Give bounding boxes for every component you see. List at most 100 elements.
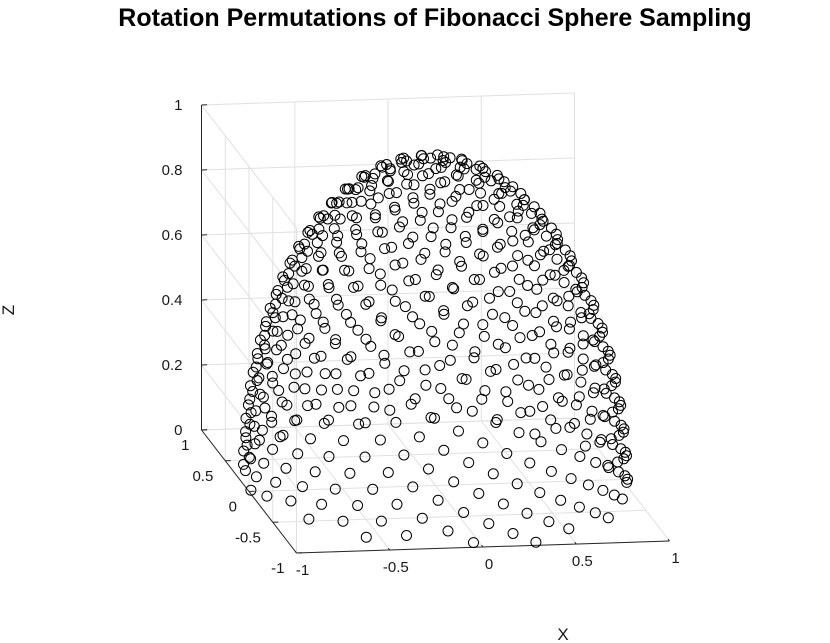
data-point [355, 195, 367, 207]
data-point [534, 219, 546, 231]
data-point [302, 400, 314, 412]
data-point [341, 353, 353, 365]
data-point [286, 254, 298, 266]
data-point [463, 184, 475, 195]
data-point [508, 358, 520, 370]
x-tick-label: 0.5 [572, 553, 593, 570]
data-point [618, 423, 630, 435]
data-point [420, 379, 432, 391]
data-point [456, 373, 468, 385]
data-point [355, 370, 367, 382]
data-point [446, 214, 458, 226]
data-point [512, 374, 524, 386]
data-point [492, 338, 504, 350]
x-axis-label: X [557, 625, 568, 643]
data-point [526, 330, 538, 341]
data-point [401, 530, 412, 541]
data-point [240, 465, 251, 477]
y-tick-label: 1 [181, 437, 189, 454]
data-point [504, 286, 516, 297]
data-point [545, 414, 557, 426]
data-point [394, 221, 405, 233]
data-point [238, 458, 249, 470]
data-point [479, 171, 491, 183]
data-point [355, 246, 367, 258]
data-point [432, 206, 444, 218]
data-point [398, 365, 410, 377]
data-point [613, 466, 624, 478]
data-point [359, 417, 371, 429]
data-point [619, 470, 631, 482]
data-point [285, 495, 297, 507]
data-point [492, 217, 504, 229]
data-point [408, 197, 420, 209]
data-point [549, 269, 561, 281]
data-point [574, 451, 586, 462]
data-point [437, 155, 449, 166]
data-point [252, 353, 264, 365]
data-point [477, 250, 489, 262]
data-point [241, 439, 253, 451]
data-point [367, 483, 379, 495]
data-point [454, 161, 466, 173]
data-point [589, 336, 601, 348]
data-point [451, 402, 463, 414]
data-point [445, 222, 457, 234]
data-point [345, 351, 357, 363]
data-point [259, 402, 271, 414]
z-tick-label: 0 [174, 422, 182, 439]
data-point [521, 507, 533, 519]
data-point [448, 283, 460, 295]
data-point [501, 448, 513, 459]
data-point [407, 311, 418, 323]
data-point [352, 280, 364, 292]
data-point [262, 357, 274, 368]
data-point [597, 341, 609, 353]
data-point [585, 312, 597, 324]
data-point [383, 188, 395, 199]
data-point [592, 318, 604, 329]
data-point [466, 405, 478, 417]
data-point [581, 428, 593, 440]
data-point [477, 162, 489, 174]
data-point [403, 275, 415, 287]
data-point [467, 296, 479, 308]
data-point [316, 498, 328, 510]
data-point [513, 273, 525, 285]
data-point [386, 241, 398, 253]
data-point [543, 374, 555, 385]
data-point [524, 405, 536, 417]
data-point [270, 476, 282, 488]
data-point [397, 216, 409, 228]
data-point [499, 312, 511, 324]
data-point [575, 307, 587, 318]
data-point [534, 487, 546, 499]
data-point [463, 206, 475, 218]
data-point [511, 198, 523, 210]
data-point [375, 160, 387, 172]
data-point [543, 516, 555, 528]
data-point [438, 305, 450, 317]
data-point [364, 185, 376, 197]
data-point [334, 213, 346, 225]
data-point [607, 439, 619, 450]
data-point [267, 443, 279, 455]
data-point [427, 222, 439, 234]
data-point [460, 373, 472, 385]
data-point [281, 281, 293, 293]
data-point [444, 354, 456, 366]
data-point [529, 260, 540, 272]
data-point [523, 379, 534, 391]
data-point [565, 473, 577, 485]
data-point [405, 398, 417, 410]
data-point [562, 300, 574, 312]
data-point [304, 225, 316, 236]
data-point [607, 406, 618, 418]
data-point [352, 182, 364, 194]
data-point [617, 426, 629, 438]
data-point [519, 229, 531, 241]
data-point [288, 381, 300, 393]
data-point [317, 264, 329, 276]
data-point [562, 346, 574, 358]
